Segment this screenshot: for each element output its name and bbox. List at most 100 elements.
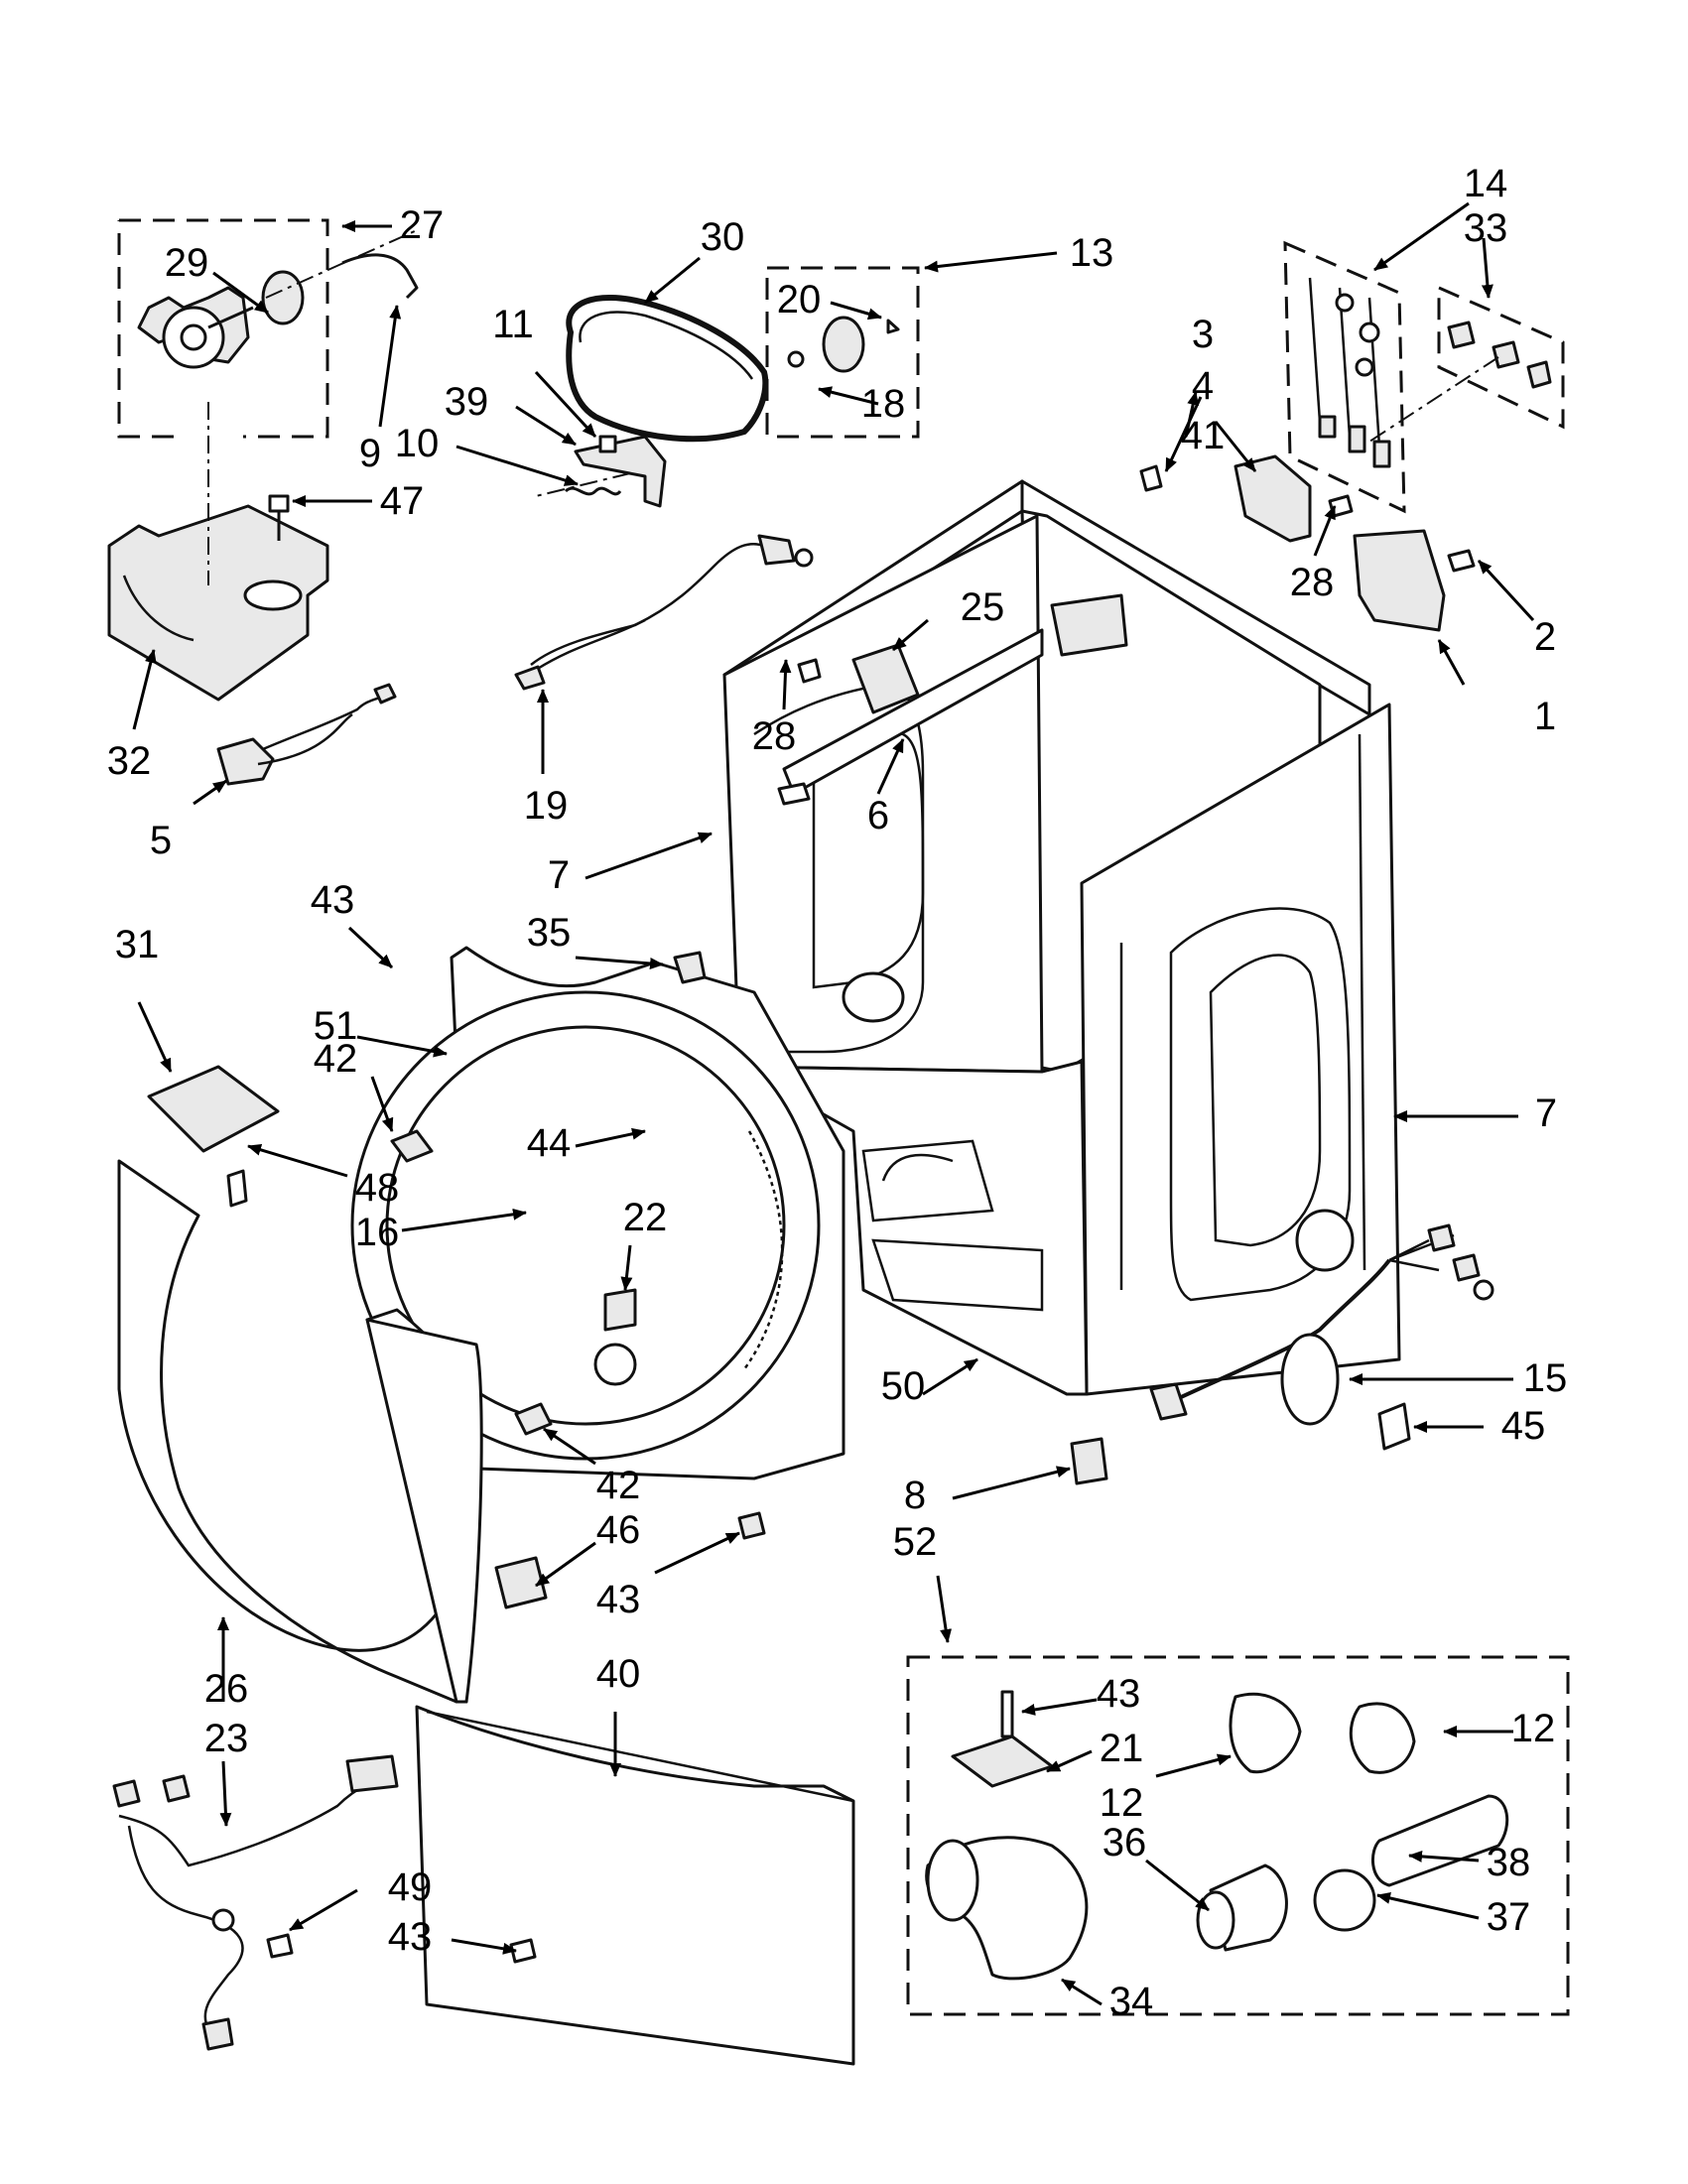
- leader-5: [193, 779, 227, 806]
- leader-52: [936, 1575, 953, 1643]
- leader-10: [455, 445, 579, 486]
- leader-48: [247, 1143, 348, 1178]
- wire-harness-19: [514, 534, 814, 691]
- leader-43b: [654, 1531, 740, 1575]
- leader-30: [644, 256, 701, 305]
- leader-4: [1214, 421, 1257, 472]
- leader-8: [952, 1466, 1071, 1500]
- callout-6: 6: [867, 794, 889, 837]
- leader-43c: [1021, 1698, 1098, 1716]
- callout-20: 20: [777, 278, 822, 321]
- callout-49: 49: [388, 1865, 433, 1909]
- callout-1: 1: [1534, 695, 1556, 738]
- callout-42b: 42: [596, 1464, 641, 1507]
- exhaust-cap-2: [1349, 1702, 1416, 1774]
- leader-6: [876, 738, 905, 795]
- callout-11: 11: [492, 303, 534, 346]
- leader-28b: [1313, 505, 1337, 557]
- callout-34: 34: [1109, 1980, 1154, 2023]
- leader-29: [212, 271, 269, 315]
- strain-relief-group-33: [1368, 285, 1565, 443]
- leader-34: [1061, 1978, 1103, 2006]
- leader-25: [892, 618, 929, 652]
- leader-51: [356, 1035, 448, 1058]
- callout-48: 48: [355, 1166, 400, 1210]
- callout-14: 14: [1464, 162, 1508, 205]
- callout-15: 15: [1523, 1356, 1568, 1400]
- exhaust-cap-1: [1229, 1692, 1302, 1774]
- leader-43d: [451, 1938, 517, 1955]
- leader-32: [132, 649, 157, 730]
- callout-40: 40: [596, 1652, 641, 1696]
- callout-41: 41: [1181, 414, 1226, 457]
- leader-20: [830, 301, 882, 321]
- clip-46: [494, 1556, 548, 1609]
- callout-18: 18: [861, 382, 906, 426]
- callout-22: 22: [623, 1196, 668, 1239]
- motor-switch-harness: [216, 683, 397, 786]
- callout-12a: 12: [1511, 1707, 1556, 1750]
- leader-33: [1481, 237, 1493, 299]
- terminal-block: [1139, 454, 1476, 632]
- callout-7b: 7: [1535, 1092, 1557, 1135]
- cabinet: [722, 479, 1401, 1396]
- leader-2: [1477, 559, 1535, 622]
- idler-group: [765, 266, 920, 439]
- callout-31: 31: [115, 923, 160, 966]
- callout-13: 13: [1070, 231, 1114, 275]
- motor-pulley: [261, 270, 305, 325]
- front-panel: [117, 1159, 483, 1704]
- terminal-cover-plate: [1353, 529, 1446, 632]
- callout-39: 39: [445, 380, 489, 424]
- callout-3: 3: [1192, 313, 1214, 356]
- leader-22: [620, 1244, 633, 1291]
- leader-38: [1408, 1850, 1480, 1863]
- callout-29: 29: [165, 241, 209, 285]
- leader-9: [378, 305, 402, 428]
- callout-51: 51: [314, 1004, 358, 1048]
- callout-25: 25: [961, 585, 1005, 629]
- callout-28b: 28: [1290, 561, 1335, 604]
- leader-43a: [347, 926, 394, 969]
- leader-11: [534, 370, 597, 439]
- bracket-31: [147, 1065, 280, 1208]
- callout-43c: 43: [1097, 1672, 1141, 1716]
- leader-36: [1145, 1859, 1210, 1912]
- idler-pulley: [822, 316, 865, 373]
- callout-37: 37: [1487, 1895, 1531, 1939]
- callout-33: 33: [1464, 206, 1508, 250]
- callout-16: 16: [355, 1211, 400, 1254]
- leader-50: [922, 1357, 978, 1396]
- callout-50: 50: [881, 1364, 926, 1408]
- toe-kick-panel: [415, 1705, 855, 2066]
- callout-42a: 42: [314, 1037, 358, 1081]
- leader-28a: [779, 659, 792, 710]
- leader-3: [1164, 396, 1203, 472]
- motor-mount: [107, 402, 329, 702]
- callout-12b: 12: [1100, 1781, 1144, 1825]
- callout-labels: 1 2 3 4 5 6 7 7 8 9 10 11 12 12 13 14 15…: [107, 162, 1568, 2023]
- thermal-fuse: [777, 628, 1044, 806]
- callout-45: 45: [1501, 1404, 1546, 1448]
- wire-harness-23: [112, 1754, 537, 2051]
- leader-18: [818, 386, 879, 406]
- callout-8: 8: [904, 1474, 926, 1517]
- callout-28a: 28: [752, 714, 797, 758]
- leader-lines: [132, 201, 1535, 2006]
- callout-43d: 43: [388, 1915, 433, 1959]
- leader-7a: [584, 832, 713, 880]
- drive-belt: [566, 294, 769, 443]
- leader-41: [1184, 391, 1200, 438]
- leader-16: [401, 1208, 527, 1232]
- callout-2: 2: [1534, 615, 1556, 659]
- callout-32: 32: [107, 739, 152, 783]
- leader-1: [1437, 639, 1466, 686]
- leader-14: [1373, 201, 1470, 272]
- leader-44: [575, 1127, 646, 1148]
- exhaust-plate: [951, 1734, 1054, 1788]
- callout-19: 19: [524, 784, 569, 828]
- leveling-foot: [1070, 1437, 1108, 1485]
- callout-36: 36: [1103, 1821, 1147, 1864]
- cord-clip: [1070, 1402, 1411, 1485]
